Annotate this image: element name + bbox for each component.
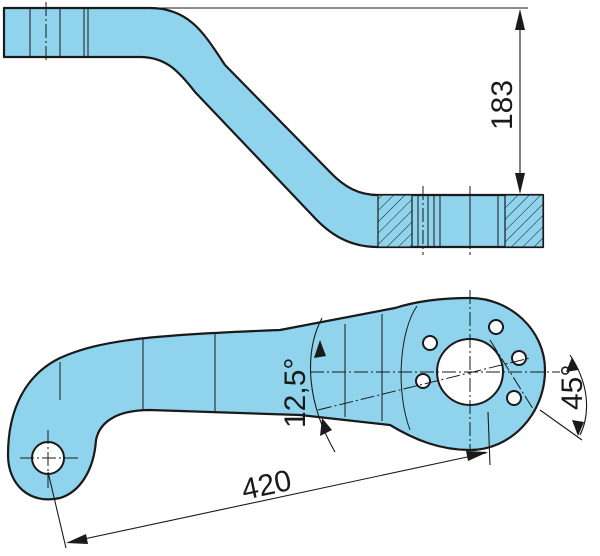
angle-small-label: 12,5° [279,358,312,428]
plan-view-body [6,296,547,501]
angle-dimension-small: 12,5° [279,317,336,453]
length-dimension-label: 420 [239,464,295,507]
hub-section-left [377,194,413,248]
bolt-hole-1 [422,335,438,351]
height-dimension-label: 183 [486,80,519,130]
bolt-hole-3 [511,350,527,366]
angle-holes-label: 45° [556,365,589,410]
side-view-body [2,6,545,249]
height-dimension: 183 [150,7,528,194]
angle-dimension-holes: 45° [539,354,589,441]
side-view [2,2,545,255]
hub-section-right [504,194,544,248]
bolt-hole-4 [506,390,522,406]
plan-view [6,290,560,501]
bolt-hole-2 [488,319,504,335]
bolt-hole-5 [415,373,431,389]
